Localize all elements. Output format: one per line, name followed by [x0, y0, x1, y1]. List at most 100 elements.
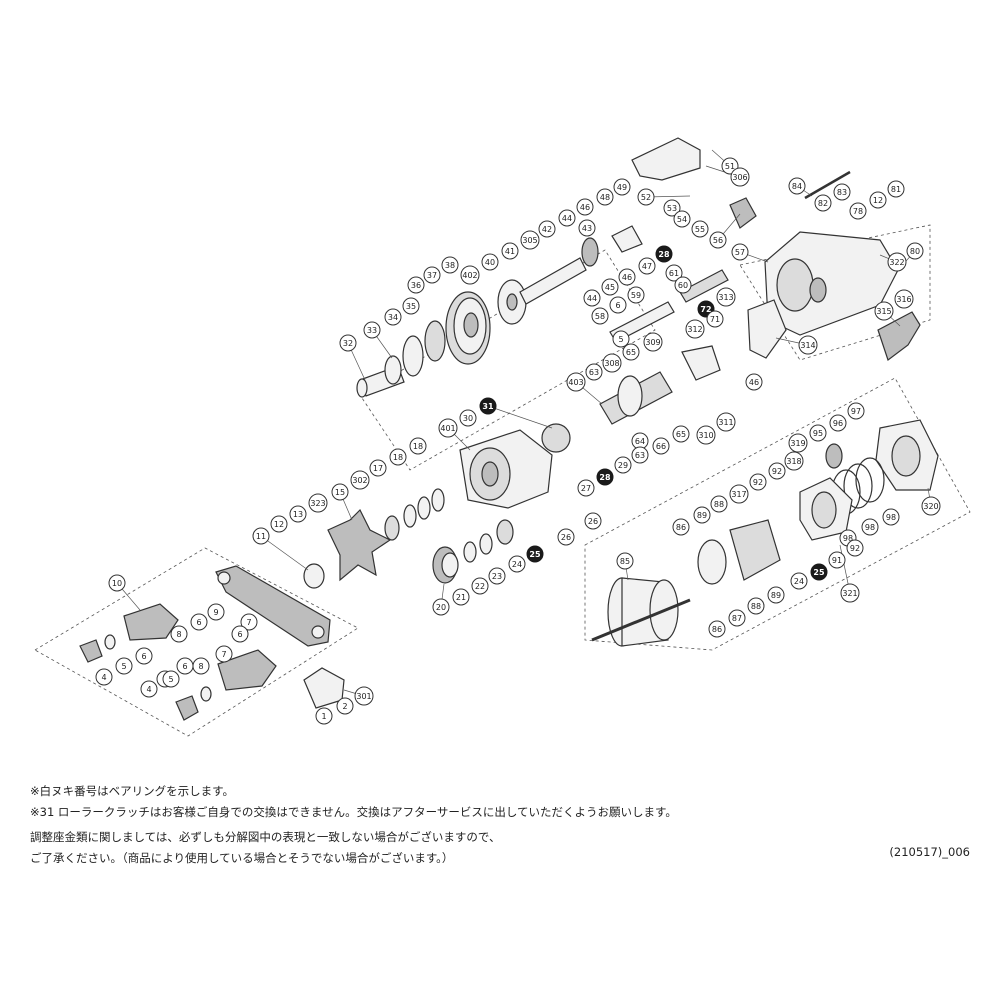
callout-label: 58 [595, 312, 605, 321]
callout-label: 82 [818, 199, 828, 208]
callout-circle [140, 680, 158, 698]
part-callout-36: 36 [407, 276, 425, 294]
callout-circle [479, 397, 497, 415]
brake-side-plate-part [799, 477, 853, 541]
callout-circle [663, 199, 681, 217]
callout-label: 321 [842, 589, 857, 598]
callout-label: 4 [146, 685, 151, 694]
callout-circle [887, 180, 905, 198]
part-callout-25: 25 [810, 563, 828, 581]
callout-label: 83 [837, 188, 847, 197]
part-callout-314: 314 [798, 335, 818, 355]
bearing-housing-part [432, 546, 459, 584]
callout-circle [731, 243, 749, 261]
callout-label: 46 [622, 273, 632, 282]
callout-circle [384, 308, 402, 326]
part-callout-1: 1 [315, 707, 333, 725]
callout-label: 95 [813, 429, 823, 438]
callout-label: 31 [482, 402, 494, 411]
part-callout-5: 5 [115, 657, 133, 675]
callout-label: 24 [794, 577, 804, 586]
callout-label: 92 [850, 544, 860, 553]
part-callout-8: 8 [192, 657, 210, 675]
callout-circle [576, 198, 594, 216]
part-callout-12: 12 [869, 191, 887, 209]
part-callout-35: 35 [402, 297, 420, 315]
callout-circle [558, 209, 576, 227]
group-box-main-gear [359, 249, 656, 471]
brake-unit-part [697, 519, 781, 585]
handle-washer-part [303, 563, 325, 589]
roller-clutch-note: ※31 ローラークラッチはお客様ご自身での交換はできません。交換はアフターサービ… [30, 805, 677, 819]
part-callout-88: 88 [710, 495, 728, 513]
part-callout-65: 65 [622, 343, 640, 361]
part-callout-45: 45 [601, 278, 619, 296]
part-callout-308: 308 [602, 353, 622, 373]
callout-label: 81 [891, 185, 901, 194]
part-callout-78: 78 [849, 202, 867, 220]
callout-label: 86 [676, 523, 686, 532]
callout-circle [887, 252, 907, 272]
callout-circle [869, 191, 887, 209]
callout-circle [874, 301, 894, 321]
callout-circle [135, 647, 153, 665]
part-callout-83: 83 [833, 183, 851, 201]
main-gear-part [445, 291, 491, 365]
callout-label: 54 [677, 215, 687, 224]
callout-label: 86 [712, 625, 722, 634]
part-callout-22: 22 [471, 577, 489, 595]
callout-label: 7 [246, 618, 251, 627]
callout-circle [840, 583, 860, 603]
callout-label: 5 [168, 675, 173, 684]
callout-circle [459, 409, 477, 427]
handle-knob-part [217, 649, 277, 691]
callout-label: 12 [274, 520, 284, 529]
callout-label: 9 [213, 608, 218, 617]
diagram-code: (210517)_006 [889, 845, 970, 859]
callout-circle [583, 289, 601, 307]
part-callout-10: 10 [108, 574, 126, 592]
part-callout-31: 31 [479, 397, 497, 415]
part-callout-320: 320 [921, 496, 941, 516]
callout-label: 42 [542, 225, 552, 234]
leader-lines [116, 149, 932, 697]
callout-circle [784, 451, 804, 471]
callout-circle [847, 402, 865, 420]
handle-nut-plate-part [303, 667, 345, 709]
part-callout-318: 318 [784, 451, 804, 471]
callout-label: 36 [411, 281, 421, 290]
callout-circle [252, 527, 270, 545]
part-callout-63: 63 [585, 363, 603, 381]
callout-label: 43 [582, 224, 592, 233]
part-callout-89: 89 [693, 506, 711, 524]
drag-washer-part [417, 496, 431, 520]
worm-gear-part [581, 237, 599, 267]
callout-circle [596, 468, 614, 486]
part-callout-61: 61 [665, 264, 683, 282]
washer-note-continued: ご了承ください。（商品により使用している場合とそうでない場合がございます。） [30, 851, 454, 865]
callout-circle [481, 253, 499, 271]
callout-circle [577, 479, 595, 497]
part-callout-6: 6 [176, 657, 194, 675]
part-callout-46: 46 [576, 198, 594, 216]
callout-label: 63 [635, 451, 645, 460]
roller-clutch-part [541, 423, 571, 453]
callout-label: 311 [718, 418, 733, 427]
callout-label: 98 [843, 534, 853, 543]
knob-bearing-part [104, 634, 116, 650]
part-callout-48: 48 [596, 188, 614, 206]
callout-circle [407, 276, 425, 294]
callout-label: 98 [865, 523, 875, 532]
washer-part [424, 320, 446, 362]
thumb-bar-part [877, 311, 921, 361]
part-callout-34: 34 [384, 308, 402, 326]
callout-circle [423, 266, 441, 284]
part-callout-322: 322 [887, 252, 907, 272]
callout-circle [788, 433, 808, 453]
callout-circle [270, 515, 288, 533]
callout-circle [616, 552, 634, 570]
part-callout-401: 401 [438, 418, 458, 438]
part-callout-5: 5 [612, 330, 630, 348]
part-callout-13: 13 [289, 505, 307, 523]
callout-label: 13 [293, 510, 303, 519]
